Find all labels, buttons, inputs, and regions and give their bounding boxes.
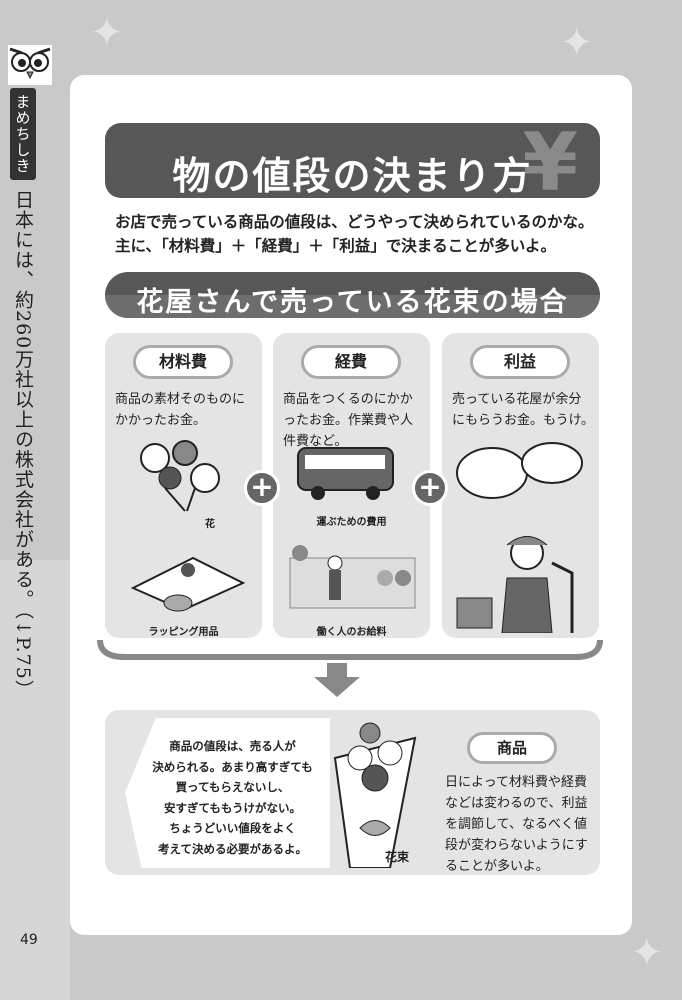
bubble-line: 安すぎてももうけがない。	[163, 800, 302, 815]
owl-mascot-icon	[8, 45, 52, 85]
card-desc: 売っている花屋が余分にもらうお金。もうけ。	[452, 392, 594, 428]
intro-line: 主に、「材料費」＋「経費」＋「利益」で決まることが多いよ。	[115, 237, 556, 255]
caption: 運ぶための費用	[316, 517, 387, 528]
page-title: 物の値段の決まり方	[172, 154, 533, 198]
bubble-line: 考えて決める必要があるよ。	[158, 841, 307, 856]
caption: ラッピング用品	[148, 627, 219, 638]
bubble-line: ちょうどいい値段をよく	[169, 821, 296, 835]
florist-illustration	[456, 442, 583, 633]
bubble-line: 買ってもらえないし、	[175, 780, 290, 794]
flowers-illustration	[140, 440, 220, 512]
speech-bubble: 商品の値段は、売る人が 決められる。あまり高すぎても 買ってもらえないし、 安す…	[125, 718, 330, 868]
product-box: 商品の値段は、売る人が 決められる。あまり高すぎても 買ってもらえないし、 安す…	[105, 710, 600, 875]
product-desc: 日によって材料費や経費などは変わるので、利益を調節して、なるべく値段が変わらない…	[445, 775, 588, 874]
subtitle-banner: 花屋さんで売っている花束の場合	[105, 272, 600, 318]
trivia-text: 日本には、約260万社以上の株式会社がある。（↓P.75）	[12, 190, 34, 700]
card-profit: 利益 売っている花屋が余分にもらうお金。もうけ。	[442, 333, 599, 638]
card-title: 材料費	[133, 345, 233, 379]
star-decoration: ✦	[630, 930, 664, 976]
intro-line: お店で売っている商品の値段は、どうやって決められているのかな。	[115, 213, 594, 231]
card-desc: 商品の素材そのものにかかったお金。	[115, 392, 246, 428]
star-decoration: ✦	[90, 10, 124, 56]
mamechishiki-label: まめちしき	[10, 88, 36, 180]
subtitle: 花屋さんで売っている花束の場合	[136, 287, 569, 318]
product-title: 商品	[467, 732, 557, 764]
wrapping-illustration	[130, 556, 246, 612]
bubble-line: 決められる。あまり高すぎても	[152, 759, 313, 774]
sum-bracket-arrow	[97, 639, 603, 697]
bouquet-illustration	[333, 722, 417, 868]
title-banner: ¥ 物の値段の決まり方	[105, 123, 600, 198]
background-stripe	[0, 560, 70, 1000]
card-title: 利益	[470, 345, 570, 379]
plus-icon: +	[244, 470, 280, 506]
intro-text: お店で売っている商品の値段は、どうやって決められているのかな。 主に、「材料費」…	[115, 210, 594, 258]
bouquet-caption: 花束	[385, 850, 410, 864]
shop-workers-illustration	[289, 545, 416, 609]
card-title: 経費	[301, 345, 401, 379]
caption: 花	[205, 519, 215, 530]
caption: 働く人のお給料	[316, 627, 387, 638]
star-decoration: ✦	[560, 20, 594, 66]
bubble-line: 商品の値段は、売る人が	[169, 739, 296, 753]
card-material-cost: 材料費 商品の素材そのものにかかったお金。 花 ラッピング用品	[105, 333, 262, 638]
page-number: 49	[20, 932, 38, 948]
bus-illustration	[297, 447, 394, 500]
card-expenses: 経費 商品をつくるのにかかったお金。作業費や人件費など。 運ぶための費用 働く人…	[273, 333, 430, 638]
card-desc: 商品をつくるのにかかったお金。作業費や人件費など。	[283, 392, 414, 449]
yen-icon: ¥	[522, 123, 578, 198]
plus-icon: +	[412, 470, 448, 506]
